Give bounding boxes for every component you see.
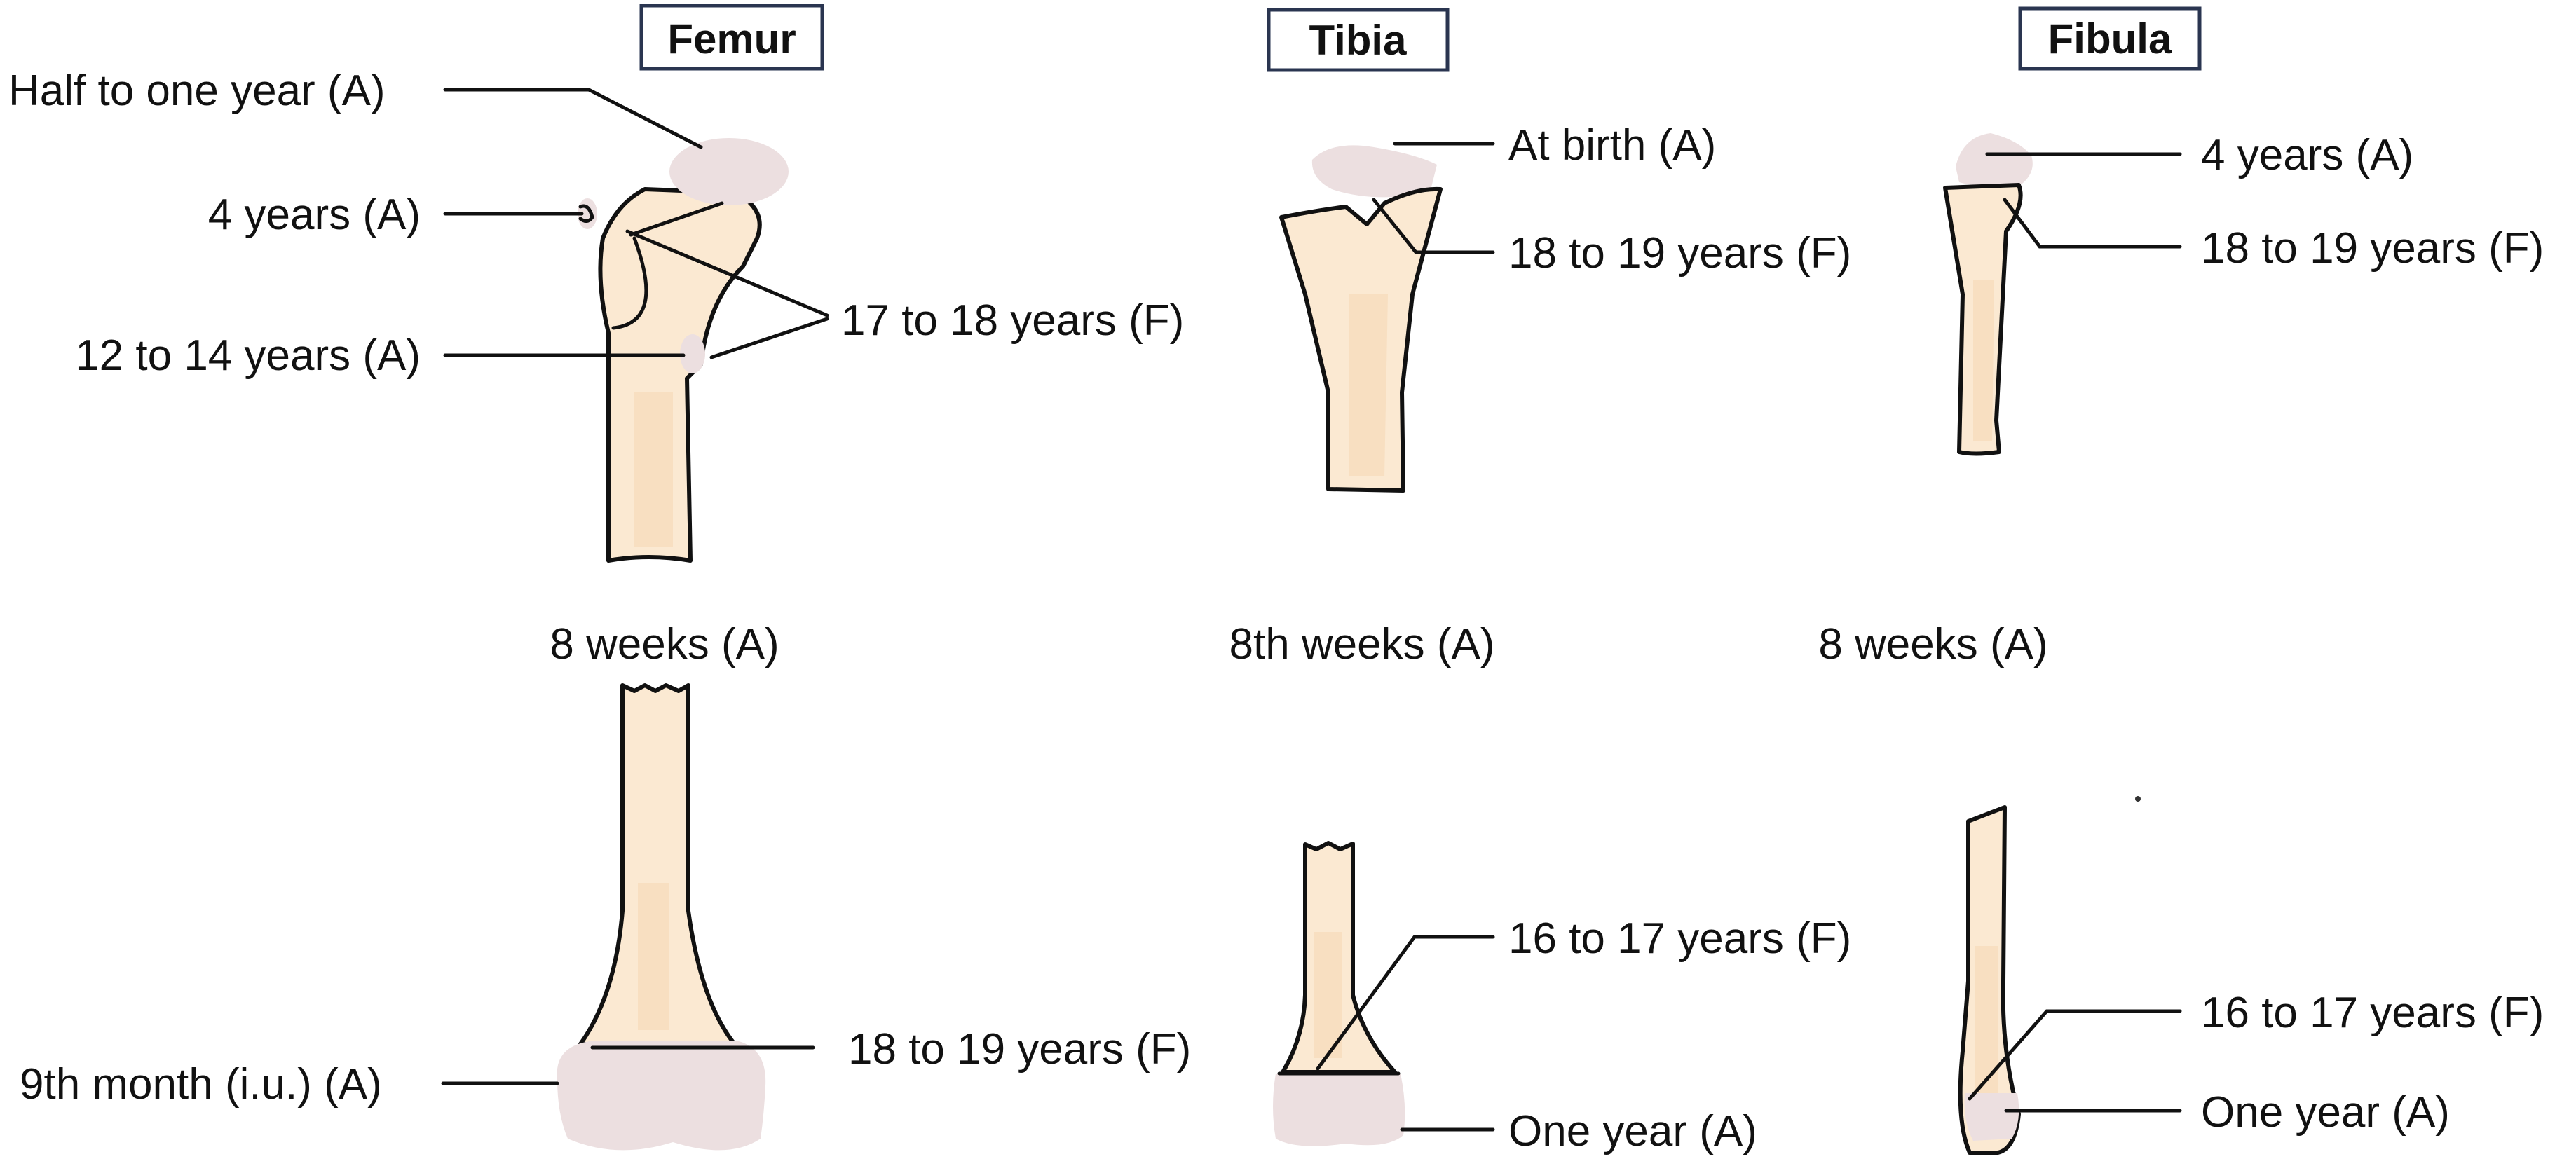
fibula-lower-epiphysis — [1964, 1093, 2019, 1141]
title-tibia-box: Tibia — [1267, 8, 1450, 72]
leader-tibia-lower-fusion — [1316, 935, 1495, 1071]
leader-fibula-lower-fusion — [1968, 1009, 2182, 1101]
femur-lower-bone — [557, 683, 766, 1151]
label-fibula-lower-fusion: 16 to 17 years (F) — [2201, 989, 2544, 1037]
label-tibia-shaft: 8th weeks (A) — [1229, 620, 1494, 668]
femur-lower-epiphysis — [557, 1041, 766, 1151]
fibula-upper-epiphysis — [1956, 133, 2033, 186]
label-femur-shaft: 8 weeks (A) — [550, 620, 779, 668]
title-fibula-box: Fibula — [2018, 6, 2202, 71]
label-femur-greater-trochanter: 4 years (A) — [208, 191, 421, 239]
title-tibia: Tibia — [1309, 17, 1408, 64]
label-femur-lower-fusion: 18 to 19 years (F) — [848, 1025, 1191, 1074]
leader-femur-upper-fusion-a — [625, 229, 829, 317]
label-fibula-shaft: 8 weeks (A) — [1818, 620, 2047, 668]
label-tibia-upper-epiphysis: At birth (A) — [1508, 121, 1716, 170]
leader-fibula-upper-fusion — [2003, 198, 2182, 249]
tibia-lower-bone — [1273, 841, 1405, 1146]
label-tibia-lower-epiphysis: One year (A) — [1508, 1107, 1757, 1155]
tibia-lower-epiphysis — [1273, 1074, 1405, 1146]
label-fibula-lower-epiphysis: One year (A) — [2201, 1088, 2450, 1137]
label-tibia-lower-fusion: 16 to 17 years (F) — [1508, 914, 1851, 963]
label-femur-lower-epiphysis: 9th month (i.u.) (A) — [20, 1060, 382, 1109]
tibia-upper-bone — [1279, 145, 1443, 493]
femur-lesser-trochanter-epiphysis — [680, 334, 705, 373]
label-fibula-upper-epiphysis: 4 years (A) — [2201, 131, 2413, 179]
leader-femur-upper-fusion-b — [709, 317, 829, 359]
title-femur-box: Femur — [639, 4, 824, 71]
label-fibula-upper-fusion: 18 to 19 years (F) — [2201, 224, 2544, 273]
femur-head-epiphysis — [669, 138, 789, 205]
label-tibia-upper-fusion: 18 to 19 years (F) — [1508, 229, 1851, 277]
fibula-lower-bone — [1958, 805, 2021, 1155]
tibia-upper-epiphysis — [1311, 145, 1437, 198]
speck — [2135, 796, 2141, 802]
label-femur-lesser-trochanter: 12 to 14 years (A) — [75, 331, 421, 380]
title-femur: Femur — [667, 15, 796, 62]
title-fibula: Fibula — [2048, 15, 2172, 62]
fibula-upper-bone — [1943, 133, 2033, 456]
femur-upper-bone — [578, 138, 789, 563]
label-femur-upper-fusion: 17 to 18 years (F) — [841, 296, 1184, 345]
leader-tibia-upper-fusion — [1372, 198, 1495, 254]
leader-femur-head — [443, 88, 703, 149]
label-femur-head: Half to one year (A) — [8, 67, 386, 115]
